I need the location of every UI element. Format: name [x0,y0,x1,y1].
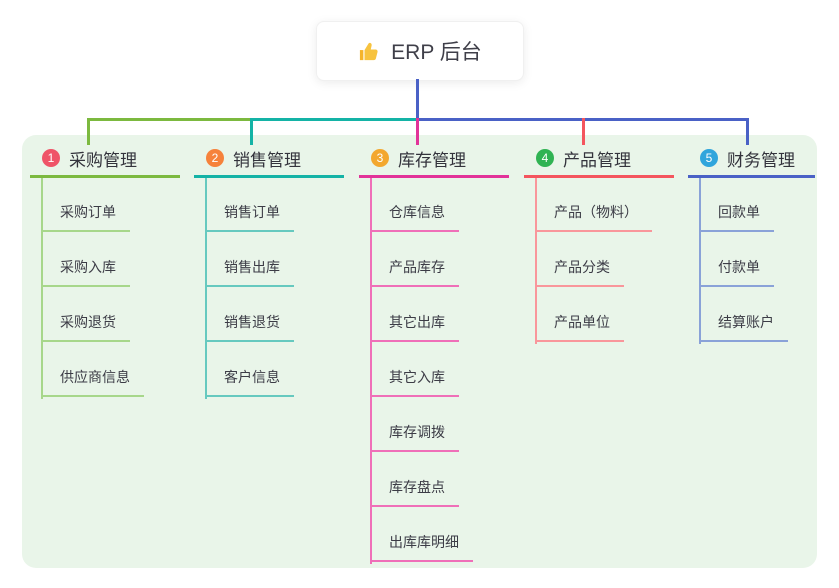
branch-child-rail [205,178,207,399]
branch-underline [524,175,674,178]
mindmap-node[interactable]: 回款单 [699,203,774,232]
branch-child-rail [41,178,43,399]
mindmap-node[interactable]: 采购订单 [41,203,130,232]
mindmap-node[interactable]: 产品库存 [370,258,459,287]
root-stem-connector [416,79,419,121]
branch-underline [194,175,344,178]
root-node[interactable]: ERP 后台 [316,21,524,81]
branch-label: 采购管理 [69,150,137,170]
mindmap-node[interactable]: 客户信息 [205,368,294,397]
mindmap-node[interactable]: 库存调拨 [370,423,459,452]
branch-header-finance[interactable]: 5 财务管理 [700,148,795,170]
branch-number-badge: 3 [371,149,389,167]
branch-label: 销售管理 [233,150,301,170]
branch-child-rail [370,178,372,564]
mindmap-node[interactable]: 其它出库 [370,313,459,342]
branch-underline [30,175,180,178]
branch-underline [359,175,509,178]
mindmap-node[interactable]: 其它入库 [370,368,459,397]
branch-drop-3 [416,118,419,145]
branch-header-sales[interactable]: 2 销售管理 [206,148,301,170]
branch-number-badge: 5 [700,149,718,167]
branch-number-badge: 4 [536,149,554,167]
mindmap-node[interactable]: 库存盘点 [370,478,459,507]
root-label: ERP 后台 [391,41,482,64]
mindmap-panel [22,135,817,568]
mindmap-node[interactable]: 采购退货 [41,313,130,342]
thumbs-up-icon [358,40,381,63]
mindmap-node[interactable]: 付款单 [699,258,774,287]
mindmap-node[interactable]: 产品分类 [535,258,624,287]
branch-header-inventory[interactable]: 3 库存管理 [371,148,466,170]
mindmap-node[interactable]: 供应商信息 [41,368,144,397]
branch-drop-5 [746,118,749,145]
branch-child-rail [699,178,701,344]
branch-drop-1 [87,118,90,145]
mindmap-node[interactable]: 采购入库 [41,258,130,287]
branch-label: 财务管理 [727,150,795,170]
branch-child-rail [535,178,537,344]
mindmap-node[interactable]: 产品（物料） [535,203,652,232]
branch-drop-2 [250,118,253,145]
branch-underline [688,175,815,178]
branch-label: 产品管理 [563,150,631,170]
branch-number-badge: 2 [206,149,224,167]
mindmap-node[interactable]: 产品单位 [535,313,624,342]
spine-segment-mid [252,118,417,121]
branch-label: 库存管理 [398,150,466,170]
spine-segment-left [87,118,252,121]
mindmap-node[interactable]: 结算账户 [699,313,788,342]
branch-header-product[interactable]: 4 产品管理 [536,148,631,170]
mindmap-node[interactable]: 销售订单 [205,203,294,232]
mindmap-node[interactable]: 销售退货 [205,313,294,342]
mindmap-node[interactable]: 仓库信息 [370,203,459,232]
branch-number-badge: 1 [42,149,60,167]
branch-drop-4 [582,118,585,145]
branch-header-purchase[interactable]: 1 采购管理 [42,148,137,170]
mindmap-node[interactable]: 出库库明细 [370,533,473,562]
mindmap-node[interactable]: 销售出库 [205,258,294,287]
